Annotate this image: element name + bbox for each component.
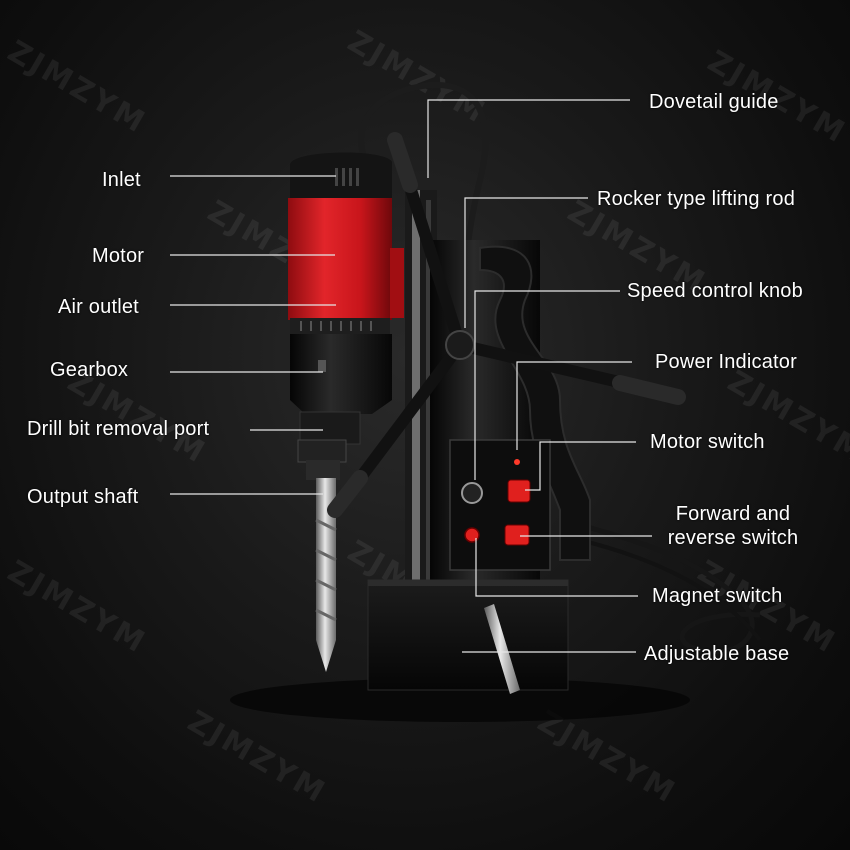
inlet-vents bbox=[335, 168, 359, 186]
label-air-outlet: Air outlet bbox=[58, 296, 139, 318]
power-cord bbox=[559, 517, 761, 655]
label-speed-control-knob: Speed control knob bbox=[627, 280, 803, 302]
lifting-hub bbox=[445, 330, 475, 360]
label-output-shaft: Output shaft bbox=[27, 486, 139, 508]
leader-lines bbox=[170, 99, 652, 653]
magnetic-base bbox=[367, 579, 569, 691]
leader-power-indicator bbox=[516, 361, 632, 450]
floor-shadow bbox=[230, 678, 690, 722]
spare-bit bbox=[484, 604, 520, 694]
lifting-arm-grip-1 bbox=[387, 132, 418, 193]
motor-top-cap bbox=[290, 152, 392, 200]
motor-switch-rocker bbox=[507, 479, 531, 503]
chuck-housing bbox=[299, 411, 361, 445]
flex-cable bbox=[358, 81, 489, 301]
label-gearbox: Gearbox bbox=[50, 359, 129, 381]
power-indicator-lamp bbox=[514, 459, 520, 465]
dovetail-rail bbox=[412, 190, 420, 590]
lifting-arm-grip-3 bbox=[612, 375, 686, 405]
leader-dovetail bbox=[427, 99, 630, 178]
label-motor: Motor bbox=[92, 245, 145, 267]
label-rocker-lifting-rod: Rocker type lifting rod bbox=[597, 188, 796, 210]
gearbox bbox=[290, 334, 392, 414]
output-shaft bbox=[306, 460, 340, 480]
base-top-edge bbox=[368, 580, 568, 586]
chuck-collar bbox=[297, 439, 347, 463]
leader-speed-knob bbox=[474, 290, 620, 480]
leader-rocker-rod bbox=[464, 197, 588, 328]
label-adjustable-base: Adjustable base bbox=[644, 643, 790, 665]
label-inlet: Inlet bbox=[102, 169, 141, 191]
lifting-arm-grip-2 bbox=[327, 470, 368, 518]
air-outlet-slots bbox=[300, 321, 372, 331]
reverse-switch-rocker bbox=[504, 524, 530, 546]
magnet-switch-button bbox=[464, 527, 480, 543]
motor-body bbox=[288, 198, 392, 320]
drill-bit-flute bbox=[315, 518, 337, 622]
label-drill-bit-removal-port: Drill bit removal port bbox=[27, 418, 210, 440]
label-forward-reverse-switch: Forward and reverse switch bbox=[667, 503, 799, 549]
leader-magnet-switch bbox=[475, 538, 638, 597]
label-magnet-switch: Magnet switch bbox=[652, 585, 783, 607]
gearbox-bolt bbox=[318, 360, 326, 372]
power-cord-2 bbox=[579, 538, 762, 642]
motor-side-panel bbox=[390, 248, 404, 318]
leader-motor-switch bbox=[525, 441, 636, 491]
label-motor-switch: Motor switch bbox=[650, 431, 765, 453]
carry-handle bbox=[479, 245, 591, 561]
label-dovetail-guide: Dovetail guide bbox=[649, 91, 779, 113]
label-power-indicator: Power Indicator bbox=[655, 351, 797, 373]
control-panel bbox=[449, 439, 551, 571]
speed-knob bbox=[461, 482, 483, 504]
